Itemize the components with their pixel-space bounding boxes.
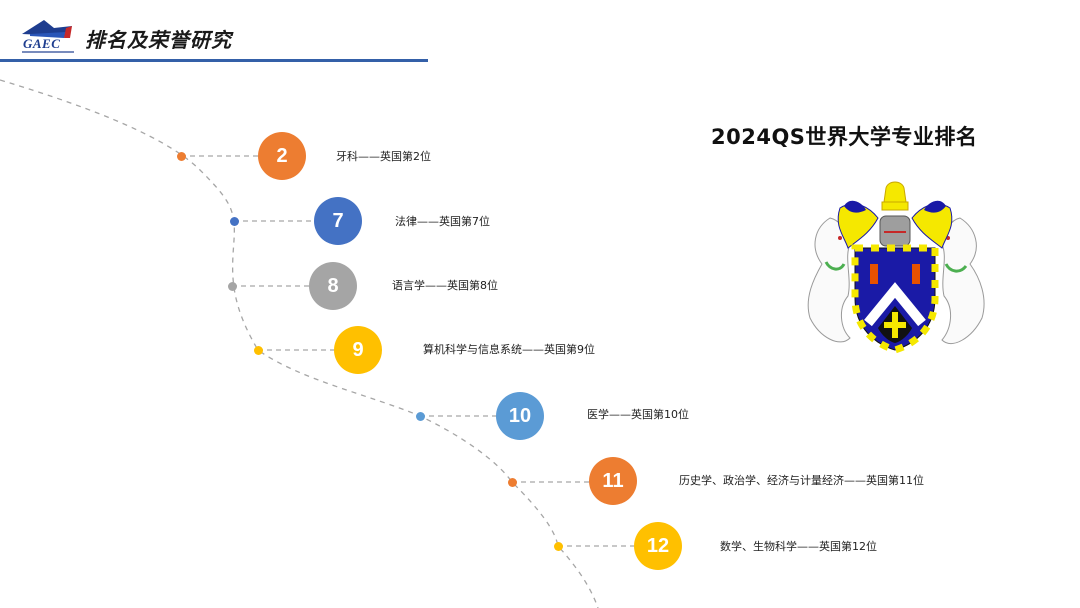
logo-underline <box>22 51 74 53</box>
rank-badge: 12 <box>634 522 682 570</box>
ranking-label: 算机科学与信息系统——英国第9位 <box>423 343 595 356</box>
timeline-dot <box>416 412 425 421</box>
rank-badge: 9 <box>334 326 382 374</box>
rank-badge: 2 <box>258 132 306 180</box>
slide-header: GAEC 排名及荣誉研究 <box>0 0 1080 64</box>
rank-badge: 10 <box>496 392 544 440</box>
ranking-label: 语言学——英国第8位 <box>392 279 498 292</box>
ranking-label: 牙科——英国第2位 <box>336 150 431 163</box>
timeline-dot <box>228 282 237 291</box>
plane-logo-icon <box>22 20 72 38</box>
logo-text: GAEC <box>23 36 61 51</box>
timeline-dot <box>254 346 263 355</box>
rank-badge: 11 <box>589 457 637 505</box>
ranking-label: 历史学、政治学、经济与计量经济——英国第11位 <box>679 474 924 487</box>
ranking-label: 数学、生物科学——英国第12位 <box>720 540 877 553</box>
page-title: 排名及荣誉研究 <box>85 28 232 52</box>
ranking-title: 2024QS世界大学专业排名 <box>711 125 978 149</box>
rank-badge: 7 <box>314 197 362 245</box>
timeline-dot <box>177 152 186 161</box>
ranking-label: 医学——英国第10位 <box>587 408 689 421</box>
coat-of-arms-icon <box>807 181 985 354</box>
timeline-dot <box>230 217 239 226</box>
timeline-dot <box>508 478 517 487</box>
ranking-label: 法律——英国第7位 <box>395 215 490 228</box>
rank-badge: 8 <box>309 262 357 310</box>
header-divider <box>0 59 428 62</box>
gaec-logo: GAEC <box>20 16 76 56</box>
timeline-dot <box>554 542 563 551</box>
